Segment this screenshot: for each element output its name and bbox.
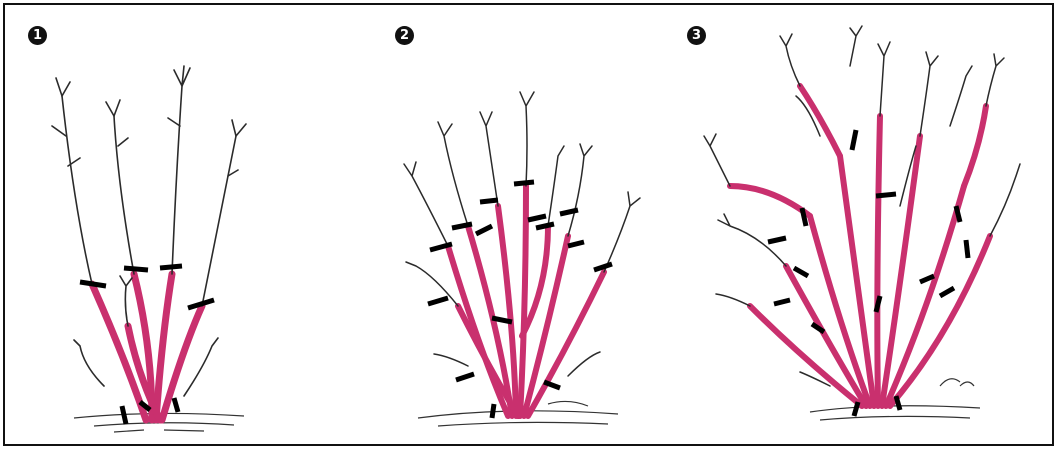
stage-1-bush-drawing xyxy=(14,6,344,438)
stage-2-panel xyxy=(368,6,668,438)
stage-2-bush-drawing xyxy=(368,6,668,438)
stage-3-bush-drawing xyxy=(690,6,1042,438)
old-wood-stems xyxy=(92,274,202,420)
old-wood-stems xyxy=(730,86,990,406)
old-wood-stems xyxy=(448,186,604,416)
stage-1-panel xyxy=(14,6,344,438)
stage-3-panel xyxy=(690,6,1042,438)
